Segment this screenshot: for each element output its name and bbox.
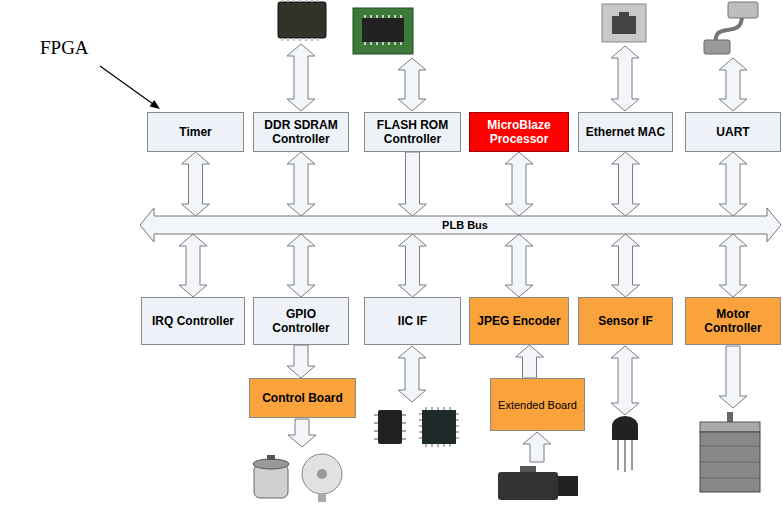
box-label: Timer xyxy=(179,125,211,139)
chip-pins xyxy=(365,15,401,45)
box-label: IIC IF xyxy=(398,314,427,328)
bus-connector xyxy=(719,152,747,216)
ethernet-jack xyxy=(602,4,646,42)
chip-pins xyxy=(282,0,318,41)
box-label: Extended Board xyxy=(498,398,577,412)
flash-board xyxy=(353,8,413,54)
io-arrow xyxy=(719,346,747,408)
peripheral-box: Timer xyxy=(147,112,244,152)
flash-chip xyxy=(362,18,404,42)
chip-pins xyxy=(374,415,406,439)
io-arrow xyxy=(611,346,639,415)
usb-plug xyxy=(728,2,758,18)
custom-ip-box: Sensor IF xyxy=(578,297,673,345)
fan-icon xyxy=(302,454,342,494)
fan-hub xyxy=(317,469,327,479)
jack-opening xyxy=(612,16,636,34)
motor-plate xyxy=(700,422,760,432)
box-label: JPEG Encoder xyxy=(477,314,560,328)
fpga-outline xyxy=(139,94,783,348)
bus-connector xyxy=(505,152,533,216)
motor-icon xyxy=(700,432,760,492)
peripheral-box: GPIO Controller xyxy=(253,297,349,345)
io-arrow xyxy=(288,419,316,447)
sensor-legs xyxy=(618,440,632,472)
box-label: MicroBlaze Processor xyxy=(476,118,562,146)
board-box: Control Board xyxy=(249,378,356,418)
camera-lens xyxy=(558,476,578,496)
dip-chip xyxy=(378,410,402,444)
bus-connector xyxy=(505,234,533,297)
box-label: Ethernet MAC xyxy=(586,125,665,139)
bus-connector xyxy=(287,345,315,378)
memory-chip xyxy=(278,2,326,38)
chip-label: FPGA xyxy=(40,37,89,59)
peripheral-box: UART xyxy=(685,112,781,152)
io-arrow xyxy=(398,58,426,111)
peripheral-box: IIC IF xyxy=(364,297,461,345)
box-label: Motor Controller xyxy=(692,307,774,335)
chip-pins xyxy=(419,407,459,447)
bus-connector xyxy=(287,234,315,297)
box-label: FLASH ROM Controller xyxy=(371,118,454,146)
bus-connector xyxy=(719,234,747,297)
bus-arrow: PLB Bus xyxy=(140,216,781,234)
box-label: UART xyxy=(716,125,749,139)
cooker-lid xyxy=(253,459,289,469)
bus-connector xyxy=(612,234,640,297)
board-box: Extended Board xyxy=(490,378,585,431)
leader-arrowhead xyxy=(150,100,160,109)
camera-icon xyxy=(498,472,558,500)
camera-mount xyxy=(520,466,536,472)
motor-ribs xyxy=(700,446,760,478)
peripheral-box: DDR SDRAM Controller xyxy=(253,112,349,152)
fpga-panel: FPGATimerDDR SDRAM ControllerFLASH ROM C… xyxy=(138,93,783,348)
io-arrow xyxy=(523,432,551,462)
box-label: Sensor IF xyxy=(598,314,653,328)
box-label: GPIO Controller xyxy=(260,307,342,335)
custom-ip-box: JPEG Encoder xyxy=(469,297,569,345)
leader-line xyxy=(100,66,153,104)
io-arrow xyxy=(287,44,315,111)
peripheral-box: IRQ Controller xyxy=(141,297,245,345)
bus-outline xyxy=(140,208,781,242)
bus-connector xyxy=(399,152,427,216)
jack-opening xyxy=(619,12,629,17)
box-label: DDR SDRAM Controller xyxy=(260,118,342,146)
box-label: Control Board xyxy=(262,391,343,405)
qfp-chip xyxy=(422,410,456,444)
bus-connector xyxy=(182,152,210,216)
processor-box: MicroBlaze Processor xyxy=(469,112,569,152)
io-arrow xyxy=(611,46,639,111)
cooker-knob xyxy=(267,455,275,460)
custom-ip-box: Motor Controller xyxy=(685,297,781,345)
bus-label: PLB Bus xyxy=(442,216,488,234)
serial-plug xyxy=(704,40,730,54)
bus-connector xyxy=(516,345,544,378)
io-arrow xyxy=(719,58,747,111)
box-label: IRQ Controller xyxy=(152,314,234,328)
bus-connector xyxy=(287,152,315,216)
peripheral-box: Ethernet MAC xyxy=(578,112,673,152)
fan-stand xyxy=(318,494,326,502)
bus-connector xyxy=(399,234,427,297)
bus-connector xyxy=(179,234,207,297)
io-arrow xyxy=(398,346,426,402)
peripheral-box: FLASH ROM Controller xyxy=(364,112,461,152)
sensor-icon xyxy=(612,416,638,440)
bus-connector xyxy=(612,152,640,216)
